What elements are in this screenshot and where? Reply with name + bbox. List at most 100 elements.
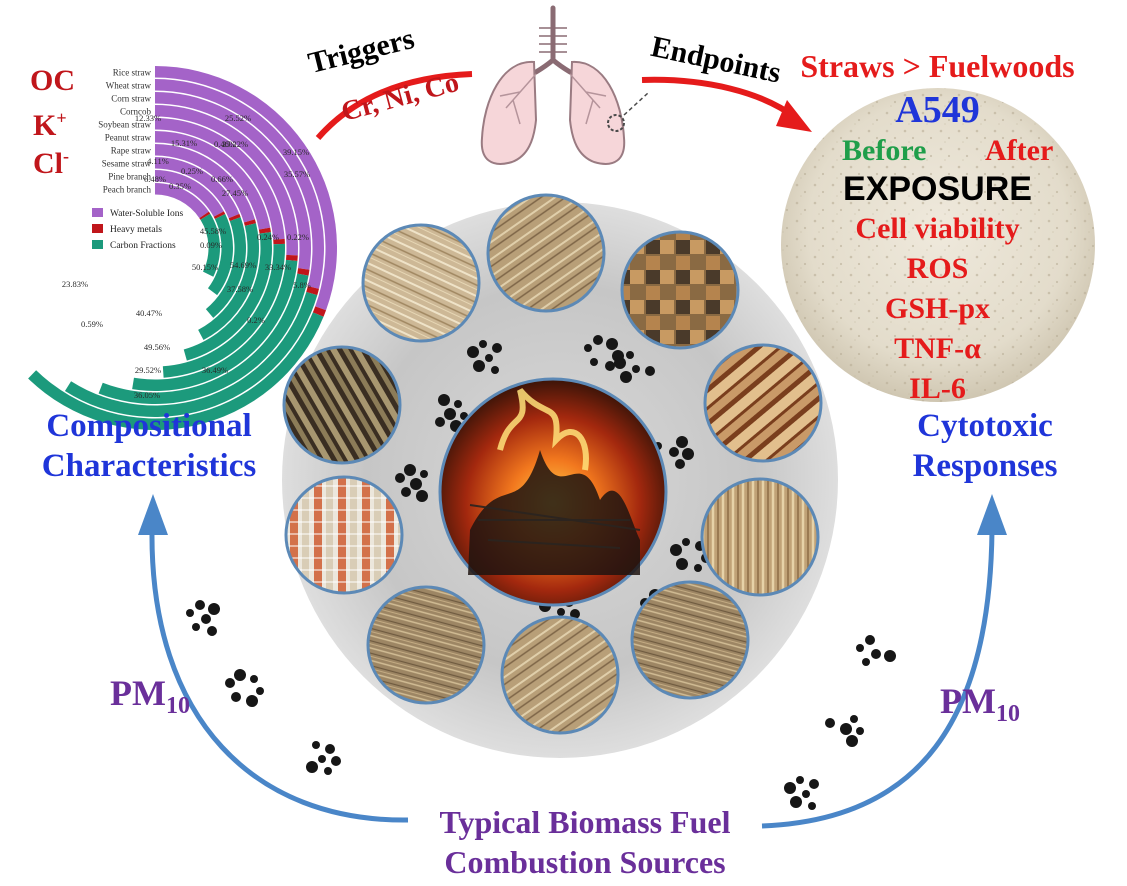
value-label: 5.8% [293,280,311,290]
particle-dot [676,558,688,570]
particle-dot [682,448,694,460]
value-label: 25.52% [225,113,251,123]
ring-carbon-0 [28,312,324,430]
particle-dot [331,756,341,766]
particle-dot [420,470,428,478]
particle-dot [850,715,858,723]
straw-pile-photo [500,615,620,735]
value-label: 25.22% [222,139,248,149]
particle-dot [250,675,258,683]
ion-oc: OC [30,64,75,97]
ion-k: K+ [33,108,67,142]
particle-dot [231,692,241,702]
particle-dot [325,744,335,754]
value-label: 36.05% [134,390,160,400]
particle-dot [318,755,326,763]
after-label: After [985,134,1054,167]
value-label: 0.66% [211,174,233,184]
ring-carbon-4 [162,243,285,378]
value-label: 0.46% [214,139,236,149]
particle-dot [225,678,235,688]
value-label: 6.48% [144,174,166,184]
particle-dot [454,400,462,408]
particle-dot [682,538,690,546]
particle-dot [208,603,220,615]
particle-dot [632,365,640,373]
particle-dot [790,796,802,808]
value-label: 54.69% [230,260,256,270]
legend-label-2: Carbon Fractions [110,241,176,251]
category-label-2: Corn straw [111,94,151,104]
firewood-stack-photo [620,230,740,350]
straws-vs-fuelwoods: Straws > Fuelwoods [800,48,1075,84]
response-cell-viability: Cell viability [855,212,1020,245]
value-label: 33.34% [265,262,291,272]
ring-heavy-metal-8 [213,211,226,220]
value-label: 37.58% [227,284,253,294]
value-label: 15.31% [171,138,197,148]
pm10-right-label: PM10 [940,681,1020,728]
exposure-label: EXPOSURE [843,170,1032,208]
particle-dot [796,776,804,784]
value-label: 0.22% [287,232,309,242]
value-label: 35.57% [284,169,310,179]
value-label: 45.58% [200,226,226,236]
value-label: 29.52% [135,365,161,375]
particle-dot [620,371,632,383]
response-gsh-px: GSH-px [884,292,991,325]
a549-label: A549 [895,89,980,131]
category-label-4: Soybean straw [98,120,151,130]
response-tnf-alpha: TNF-α [894,332,981,365]
particle-dot [570,609,580,619]
left-blue-arrow [149,529,409,823]
ring-heavy-metal-2 [297,268,310,276]
value-label: 36.49% [202,365,228,375]
rice-straw-photo [361,223,481,343]
particle-dot [435,417,445,427]
value-label: 49.56% [144,342,170,352]
value-label: 4.11% [147,156,169,166]
ring-heavy-metal-1 [306,286,319,296]
particle-dot [479,340,487,348]
ring-heavy-metal-5 [258,227,271,234]
particle-dot [670,544,682,556]
value-label: 50.15% [192,262,218,272]
ring-carbon-2 [98,273,309,404]
stems-photo [282,345,402,465]
particle-dot [846,735,858,747]
ring-heavy-metal-6 [243,219,256,226]
particle-dot [871,649,881,659]
value-label: 39.15% [283,147,309,157]
particle-dot [825,718,835,728]
fire-center [438,377,668,607]
particle-dot [840,723,852,735]
particle-dot [593,335,603,345]
particle-dot [492,343,502,353]
particle-dot [186,609,194,617]
particle-dot [312,741,320,749]
ring-heavy-metal-4 [273,238,285,245]
wheat-straw-photo [486,193,606,313]
particle-dot [395,473,405,483]
split-logs-photo [703,343,823,463]
value-label: 12.33% [135,113,161,123]
ring-heavy-metal-9 [199,211,211,220]
response-il-6: IL-6 [909,372,966,405]
ring-water-soluble-3 [155,105,298,256]
category-label-3: Corncob [120,107,151,117]
response-ros: ROS [906,252,969,285]
value-label: 0.2% [247,315,265,325]
particle-dot [669,447,679,457]
particle-dot [401,487,411,497]
particle-dot [808,802,816,810]
ring-heavy-metal-0 [312,306,327,317]
value-label: 0.59% [81,319,103,329]
particle-dot [467,346,479,358]
particle-dot [473,360,485,372]
particle-dot [809,779,819,789]
value-label: 0.25% [181,166,203,176]
particle-dot [201,614,211,624]
